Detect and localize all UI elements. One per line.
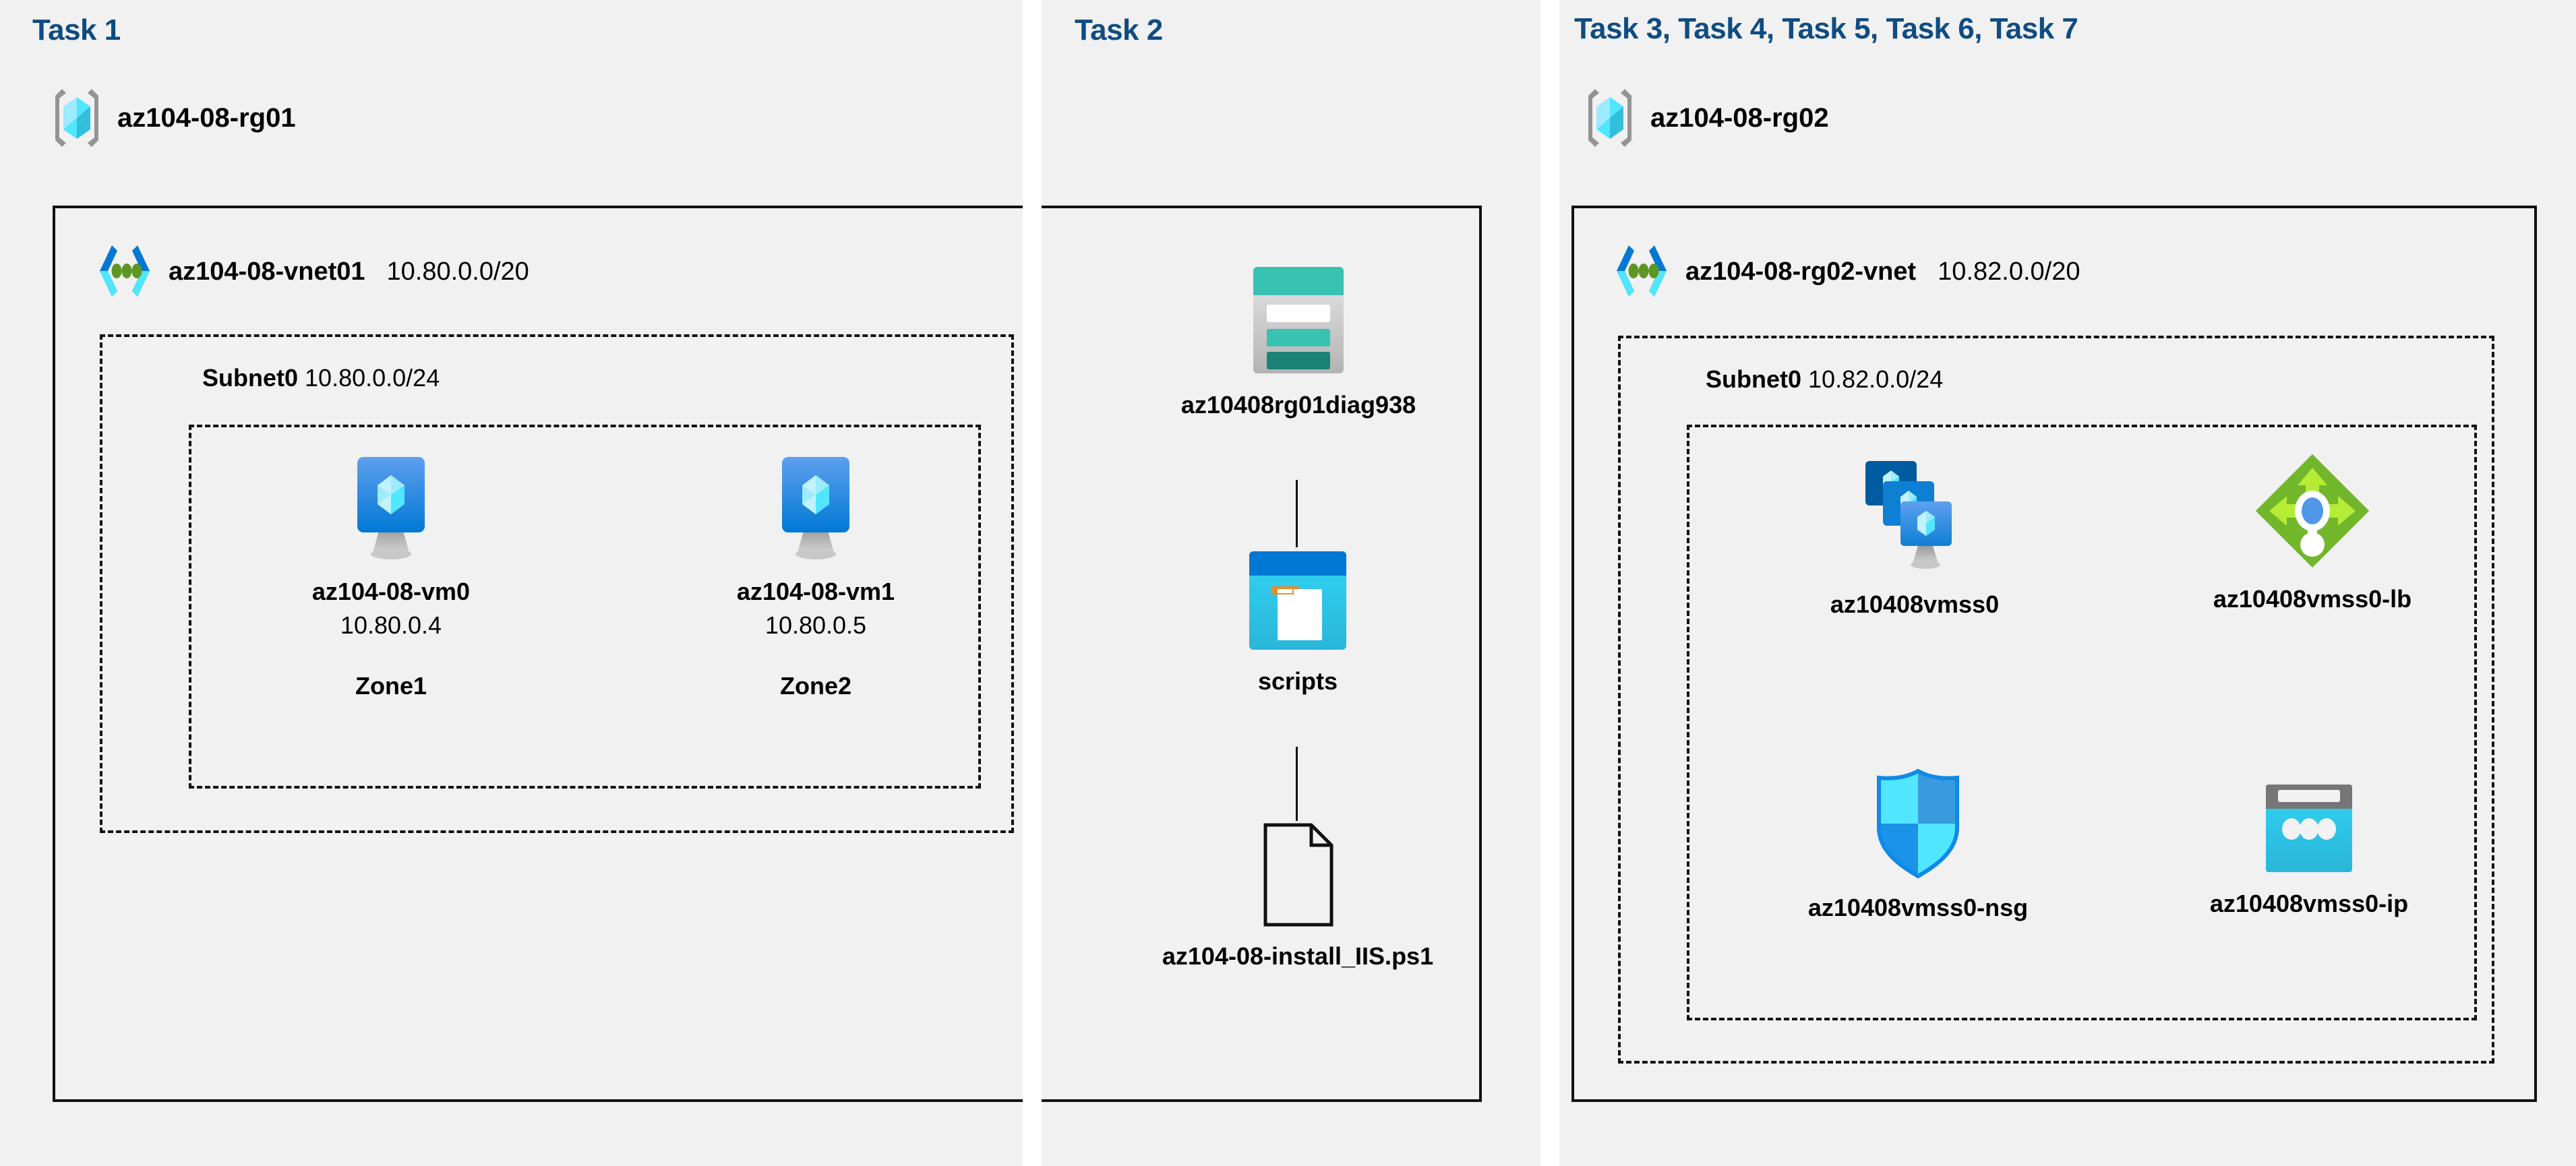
node-label: az104-08-vm1 bbox=[736, 578, 895, 605]
node-az10408vmss0-ip[interactable]: az10408vmss0-ip bbox=[2164, 780, 2454, 918]
node-zone: Zone1 bbox=[355, 672, 427, 700]
node-az10408rg01diag938[interactable]: az10408rg01diag938 bbox=[1123, 263, 1474, 419]
node-az104-08-vm1[interactable]: az104-08-vm1 10.80.0.5 Zone2 bbox=[694, 453, 937, 700]
blob-container-icon bbox=[1244, 547, 1352, 654]
vnet-boundary-az104-08-vnet01 bbox=[53, 206, 1482, 1102]
resource-group-boundary bbox=[1687, 425, 2477, 1020]
subnet-cidr: 10.80.0.0/24 bbox=[305, 364, 440, 392]
public-ip-address-icon bbox=[2259, 780, 2359, 876]
node-az10408vmss0-lb[interactable]: az10408vmss0-lb bbox=[2157, 450, 2467, 613]
zone-group-boundary bbox=[189, 425, 981, 789]
column-gutter-right bbox=[1540, 0, 1559, 1166]
subnet-name: Subnet0 bbox=[202, 364, 299, 392]
node-label: az10408vmss0-ip bbox=[2209, 890, 2409, 917]
virtual-machine-icon bbox=[340, 453, 442, 564]
column-gutter-left bbox=[1023, 0, 1042, 1166]
virtual-network-icon bbox=[1611, 243, 1672, 301]
vnet-header-az104-08-rg02-vnet[interactable]: az104-08-rg02-vnet 10.82.0.0/20 bbox=[1611, 243, 2080, 301]
node-ip-address: 10.80.0.5 bbox=[765, 611, 867, 639]
node-zone: Zone2 bbox=[779, 672, 851, 700]
vnet-cidr: 10.80.0.0/20 bbox=[386, 257, 529, 286]
vnet-name: az104-08-vnet01 bbox=[169, 257, 365, 286]
task-title-2: Task 2 bbox=[1075, 13, 1163, 47]
network-security-group-icon bbox=[1867, 767, 1969, 880]
subnet-label-1: Subnet0 10.80.0.0/24 bbox=[202, 364, 440, 392]
task-panel-2-top-mask bbox=[1042, 0, 1540, 206]
task-panel-3 bbox=[1559, 0, 2576, 1166]
resource-group-az104-08-rg02[interactable]: az104-08-rg02 bbox=[1584, 86, 1829, 150]
node-label: az10408rg01diag938 bbox=[1180, 391, 1416, 419]
resource-group-az104-08-rg01[interactable]: az104-08-rg01 bbox=[51, 86, 296, 150]
resource-group-icon bbox=[1584, 86, 1636, 150]
node-az104-08-vm0[interactable]: az104-08-vm0 10.80.0.4 Zone1 bbox=[270, 453, 512, 700]
node-az10408vmss0-nsg[interactable]: az10408vmss0-nsg bbox=[1760, 767, 2076, 922]
node-scripts-container[interactable]: scripts bbox=[1207, 547, 1389, 696]
node-label: az104-08-install_IIS.ps1 bbox=[1162, 942, 1434, 970]
task-panel-2-bottom-mask bbox=[1042, 1105, 1540, 1166]
node-ip-address: 10.80.0.4 bbox=[340, 611, 442, 639]
vnet-boundary-az104-08-rg02-vnet bbox=[1571, 206, 2537, 1102]
resource-group-name: az104-08-rg02 bbox=[1650, 102, 1829, 133]
vnet-cidr: 10.82.0.0/20 bbox=[1938, 257, 2080, 286]
resource-group-icon bbox=[51, 86, 102, 150]
virtual-network-icon bbox=[94, 243, 155, 301]
subnet-boundary-2 bbox=[1618, 336, 2494, 1064]
connector-storage-to-scripts bbox=[1296, 480, 1298, 547]
node-label: az104-08-vm0 bbox=[311, 578, 471, 605]
node-label: az10408vmss0-lb bbox=[2213, 585, 2412, 613]
virtual-machine-icon bbox=[765, 453, 866, 564]
resource-group-name: az104-08-rg01 bbox=[117, 102, 296, 133]
task-panel-1 bbox=[0, 0, 1023, 1166]
subnet-cidr: 10.82.0.0/24 bbox=[1808, 365, 1944, 393]
subnet-label-2: Subnet0 10.82.0.0/24 bbox=[1706, 365, 1943, 394]
node-az10408vmss0[interactable]: az10408vmss0 bbox=[1773, 456, 2056, 619]
task-title-1: Task 1 bbox=[32, 13, 121, 47]
vnet-header-az104-08-vnet01[interactable]: az104-08-vnet01 10.80.0.0/20 bbox=[94, 243, 529, 301]
node-label: az10408vmss0 bbox=[1830, 590, 2000, 618]
vm-scale-set-icon bbox=[1851, 456, 1979, 577]
task-title-3: Task 3, Task 4, Task 5, Task 6, Task 7 bbox=[1574, 12, 2078, 45]
node-az104-08-install-iis-ps1[interactable]: az104-08-install_IIS.ps1 bbox=[1106, 821, 1490, 971]
file-document-icon bbox=[1251, 821, 1345, 929]
subnet-boundary-1 bbox=[100, 334, 1014, 833]
subnet-name: Subnet0 bbox=[1706, 365, 1802, 393]
connector-scripts-to-file bbox=[1296, 747, 1298, 821]
storage-account-icon bbox=[1234, 263, 1362, 377]
node-label: az10408vmss0-nsg bbox=[1807, 894, 2029, 921]
load-balancer-icon bbox=[2252, 450, 2373, 572]
node-label: scripts bbox=[1257, 667, 1338, 695]
vnet-name: az104-08-rg02-vnet bbox=[1685, 257, 1917, 286]
